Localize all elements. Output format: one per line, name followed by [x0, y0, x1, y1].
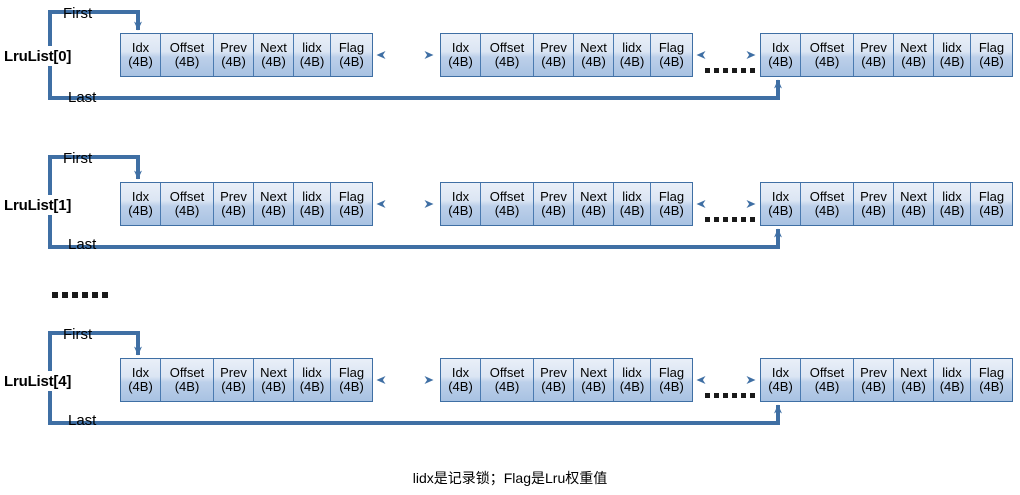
node-cell-prev: Prev (4B)	[854, 359, 894, 401]
node-cell-lidx: lidx (4B)	[934, 34, 971, 76]
node-cell-offset: Offset (4B)	[481, 34, 534, 76]
inline-ellipsis-row-0	[705, 68, 755, 73]
node-cell-flag: Flag (4B)	[978, 40, 1005, 69]
node-cell-offset: Offset (4B)	[801, 34, 854, 76]
node-cell-idx: Idx (4B)	[121, 359, 161, 401]
node-cell-next: Next (4B)	[894, 359, 934, 401]
first-label-2: First	[63, 326, 93, 343]
node-cell-next: Next (4B)	[574, 359, 614, 401]
node-cell-idx: Idx (4B)	[121, 183, 161, 225]
lru-node-1-2[interactable]: Idx (4B) Offset (4B) Prev (4B) Next (4B)…	[760, 182, 1013, 226]
last-label-1: Last	[68, 236, 97, 253]
lru-node-2-0[interactable]: Idx (4B) Offset (4B) Prev (4B) Next (4B)…	[120, 358, 373, 402]
node-cell-flag: Flag (4B)	[338, 365, 365, 394]
last-label-0: Last	[68, 89, 97, 106]
node-cell-flag: Flag (4B)	[658, 40, 685, 69]
node-cell-idx: Idx (4B)	[441, 34, 481, 76]
node-cell-next: Next (4B)	[574, 183, 614, 225]
node-cell-flag: Flag (4B)	[338, 40, 365, 69]
node-cell-next: Next (4B)	[894, 34, 934, 76]
node-cell-flag: Flag (4B)	[658, 189, 685, 218]
inline-ellipsis-row-2	[705, 393, 755, 398]
last-label-2: Last	[68, 412, 97, 429]
node-cell-offset: Offset (4B)	[801, 359, 854, 401]
node-cell-lidx: lidx (4B)	[614, 34, 651, 76]
node-cell-prev: Prev (4B)	[534, 183, 574, 225]
node-cell-idx: Idx (4B)	[441, 183, 481, 225]
lru-node-1-1[interactable]: Idx (4B) Offset (4B) Prev (4B) Next (4B)…	[440, 182, 693, 226]
node-cell-next: Next (4B)	[574, 34, 614, 76]
first-label-1: First	[63, 150, 93, 167]
node-cell-prev: Prev (4B)	[214, 359, 254, 401]
list-label-2: LruList[4]	[4, 373, 72, 390]
node-cell-offset: Offset (4B)	[481, 183, 534, 225]
node-cell-lidx: lidx (4B)	[294, 183, 331, 225]
node-cell-offset: Offset (4B)	[161, 183, 214, 225]
node-cell-next: Next (4B)	[254, 183, 294, 225]
node-cell-flag: Flag (4B)	[978, 365, 1005, 394]
rows-ellipsis	[52, 292, 108, 298]
lru-list-row-2: LruList[4] First Last Idx (4B) Offset (4…	[0, 0, 1020, 429]
node-cell-idx: Idx (4B)	[121, 34, 161, 76]
node-cell-lidx: lidx (4B)	[614, 183, 651, 225]
node-cell-next: Next (4B)	[254, 359, 294, 401]
node-cell-lidx: lidx (4B)	[614, 359, 651, 401]
node-cell-flag: Flag (4B)	[978, 189, 1005, 218]
list-label-0: LruList[0]	[4, 48, 72, 65]
lru-node-0-1[interactable]: Idx (4B) Offset (4B) Prev (4B) Next (4B)…	[440, 33, 693, 77]
node-cell-lidx: lidx (4B)	[294, 359, 331, 401]
node-cell-flag: Flag (4B)	[338, 189, 365, 218]
list-label-1: LruList[1]	[4, 197, 72, 214]
node-cell-offset: Offset (4B)	[161, 359, 214, 401]
node-cell-prev: Prev (4B)	[854, 34, 894, 76]
node-cell-offset: Offset (4B)	[801, 183, 854, 225]
node-cell-next: Next (4B)	[894, 183, 934, 225]
lru-node-0-2[interactable]: Idx (4B) Offset (4B) Prev (4B) Next (4B)…	[760, 33, 1013, 77]
node-cell-prev: Prev (4B)	[214, 34, 254, 76]
node-cell-lidx: lidx (4B)	[934, 359, 971, 401]
lru-node-0-0[interactable]: Idx (4B) Offset (4B) Prev (4B) Next (4B)…	[120, 33, 373, 77]
node-cell-prev: Prev (4B)	[534, 359, 574, 401]
node-cell-idx: Idx (4B)	[761, 359, 801, 401]
diagram-caption: lidx是记录锁；Flag是Lru权重值	[412, 470, 608, 486]
node-cell-idx: Idx (4B)	[761, 183, 801, 225]
node-cell-offset: Offset (4B)	[481, 359, 534, 401]
node-cell-lidx: lidx (4B)	[934, 183, 971, 225]
node-cell-flag: Flag (4B)	[658, 365, 685, 394]
lru-node-1-0[interactable]: Idx (4B) Offset (4B) Prev (4B) Next (4B)…	[120, 182, 373, 226]
inline-ellipsis-row-1	[705, 217, 755, 222]
node-cell-idx: Idx (4B)	[761, 34, 801, 76]
node-cell-lidx: lidx (4B)	[294, 34, 331, 76]
node-cell-prev: Prev (4B)	[214, 183, 254, 225]
node-cell-prev: Prev (4B)	[534, 34, 574, 76]
lru-list-row-1: LruList[1] First Last Idx (4B) Offset (4…	[0, 0, 1020, 253]
node-cell-offset: Offset (4B)	[161, 34, 214, 76]
lru-node-2-2[interactable]: Idx (4B) Offset (4B) Prev (4B) Next (4B)…	[760, 358, 1013, 402]
lru-list-row-0: LruList[0] First Last Idx (4B) Offset (4…	[0, 0, 1020, 110]
first-label-0: First	[63, 5, 93, 22]
lru-node-2-1[interactable]: Idx (4B) Offset (4B) Prev (4B) Next (4B)…	[440, 358, 693, 402]
node-cell-prev: Prev (4B)	[854, 183, 894, 225]
node-cell-idx: Idx (4B)	[441, 359, 481, 401]
node-cell-next: Next (4B)	[254, 34, 294, 76]
